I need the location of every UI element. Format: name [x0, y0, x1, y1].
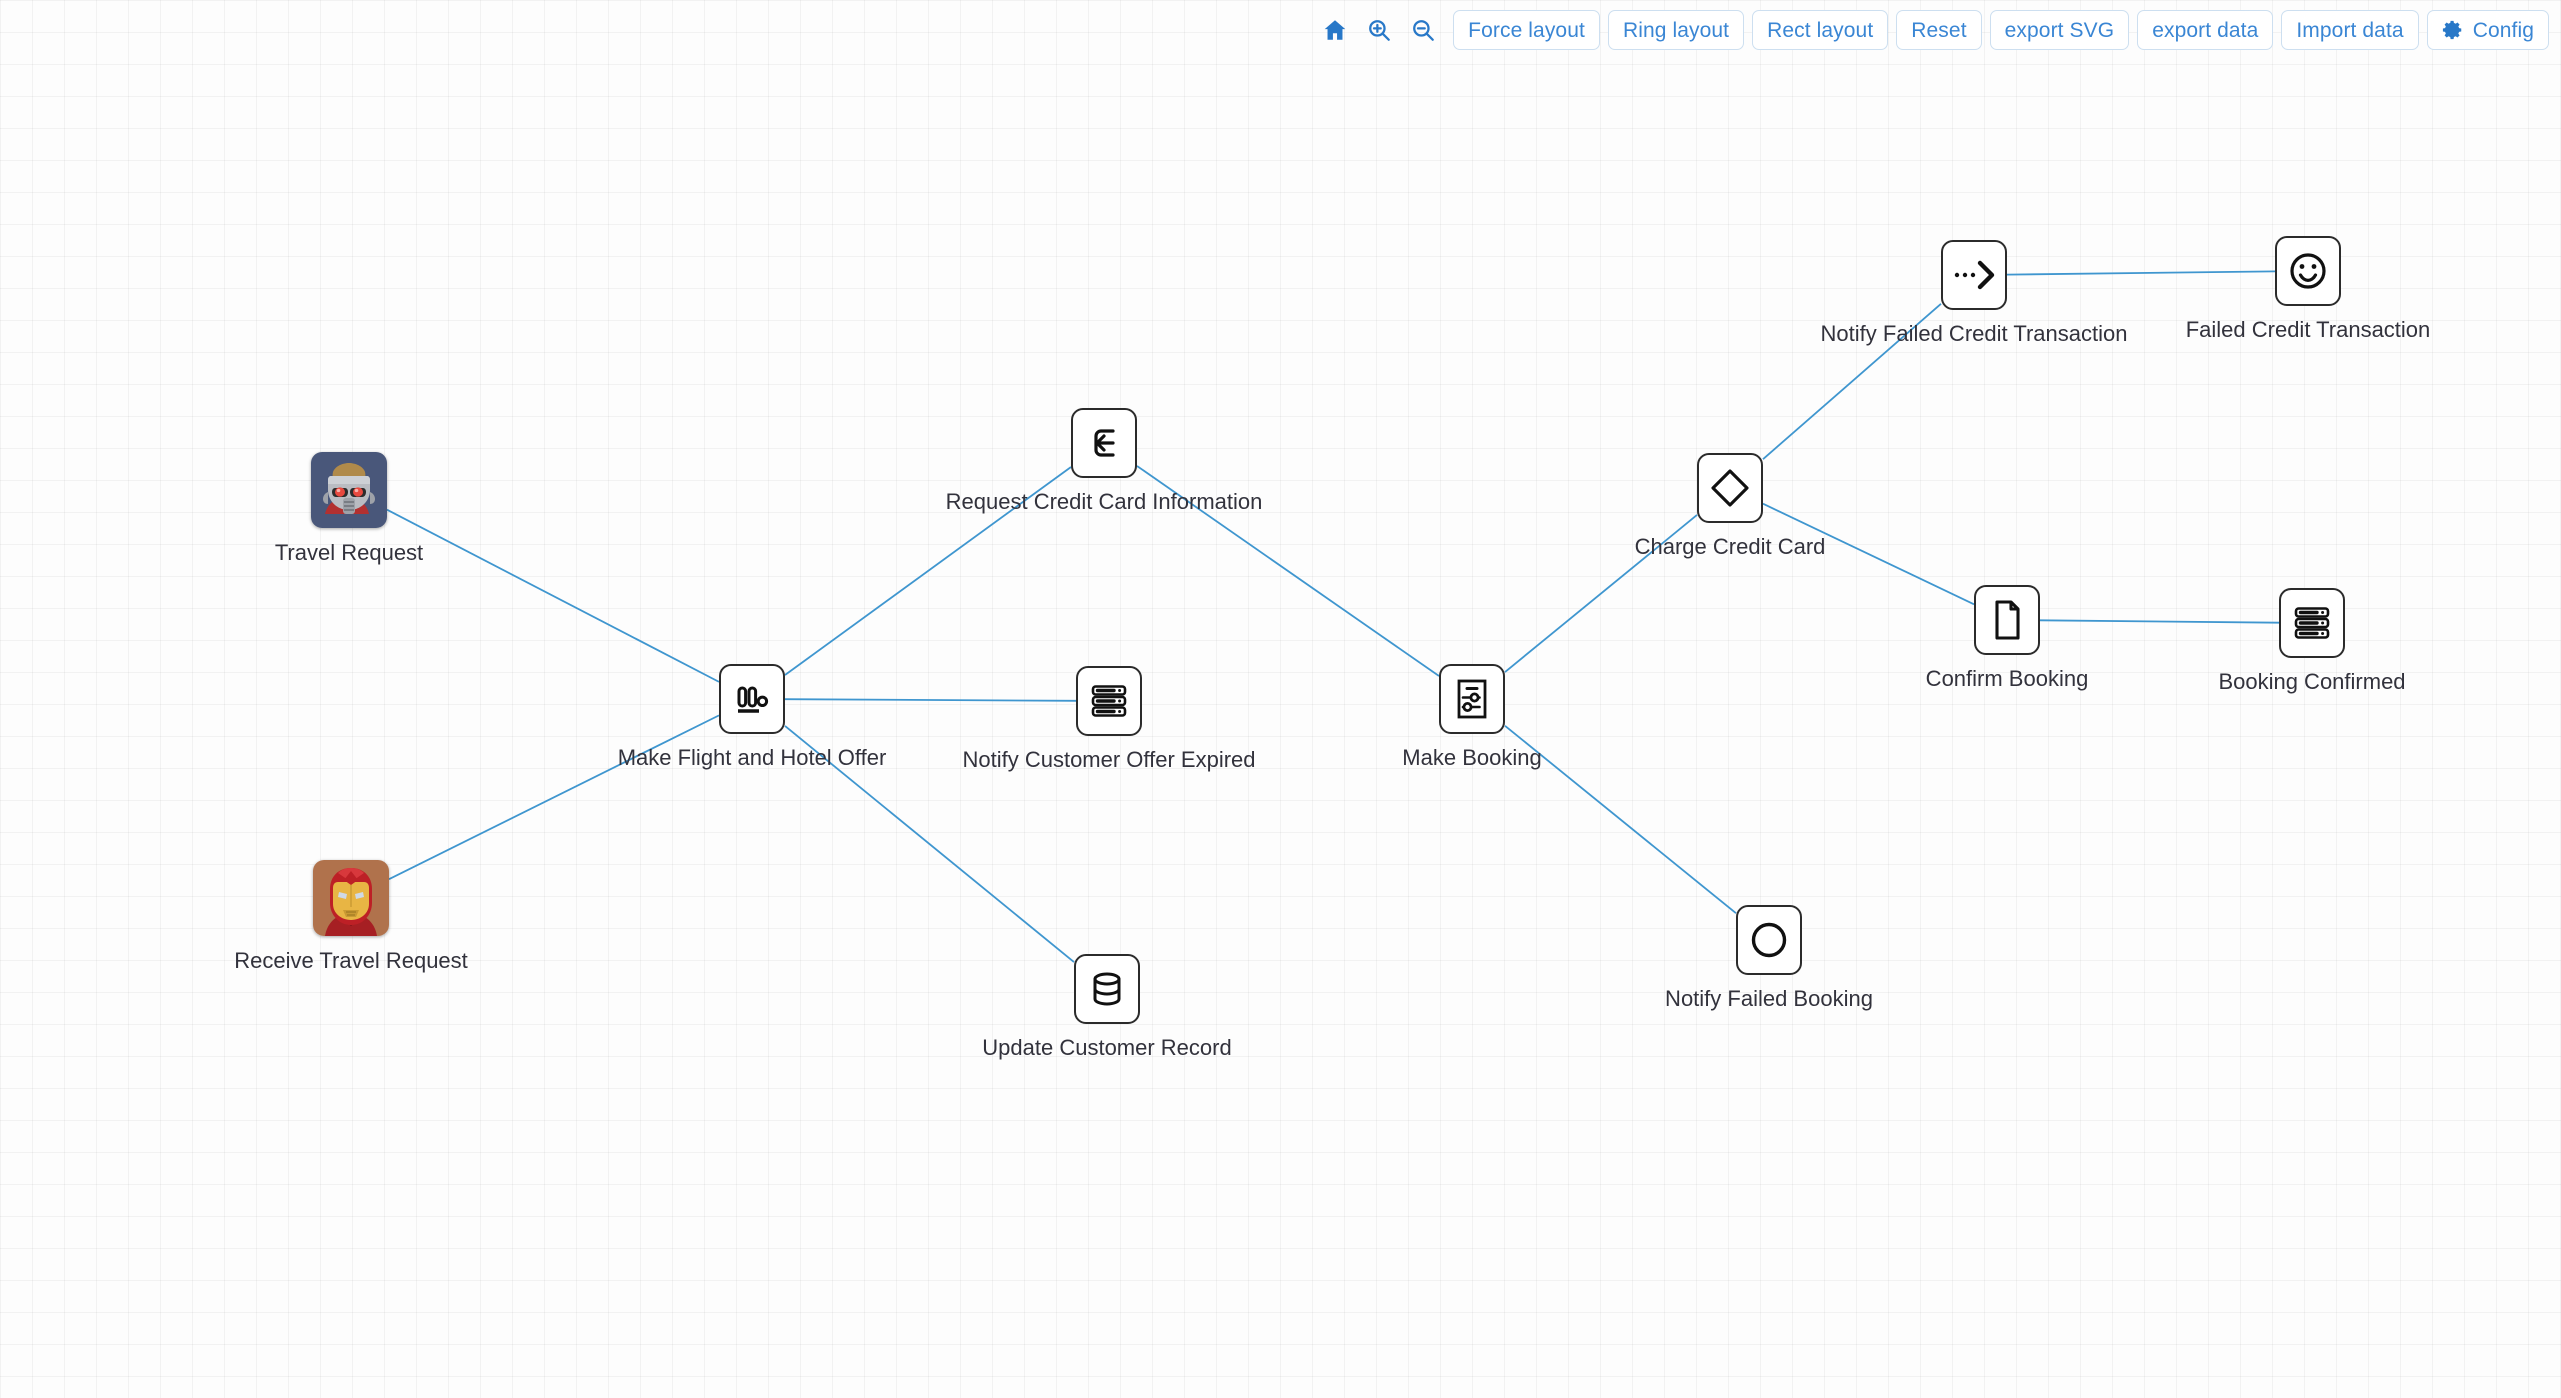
graph-node-label: Notify Failed Credit Transaction: [1820, 321, 2128, 346]
config-button[interactable]: Config: [2426, 10, 2549, 50]
reset-button[interactable]: Reset: [1896, 10, 1982, 50]
force-layout-button[interactable]: Force layout: [1453, 10, 1600, 50]
export-svg-button[interactable]: export SVG: [1989, 10, 2130, 50]
database-icon[interactable]: [1074, 954, 1140, 1024]
circle-icon[interactable]: [1736, 905, 1802, 975]
export-data-button[interactable]: export data: [2137, 10, 2274, 50]
graph-node-label: Make Flight and Hotel Offer: [617, 745, 887, 770]
graph-edge-request-credit-card-to-make-booking[interactable]: [1136, 465, 1440, 677]
diamond-icon[interactable]: [1697, 453, 1763, 523]
home-icon[interactable]: [1313, 10, 1357, 50]
avatar-ironman[interactable]: [313, 860, 389, 936]
graph-node-label: Notify Customer Offer Expired: [962, 747, 1256, 772]
graph-node-label: Make Booking: [1402, 745, 1542, 770]
graph-node-label: Notify Failed Booking: [1665, 986, 1873, 1011]
graph-node-label: Confirm Booking: [1925, 666, 2089, 691]
toolbar: Force layout Ring layout Rect layout Res…: [1313, 8, 2549, 52]
graph-node-label: Request Credit Card Information: [945, 489, 1263, 514]
zoom-out-icon[interactable]: [1401, 10, 1445, 50]
rect-layout-button[interactable]: Rect layout: [1752, 10, 1889, 50]
graph-edge-travel-request-to-make-flight-hotel[interactable]: [386, 508, 720, 683]
graph-edge-notify-failed-credit-to-failed-credit-trans[interactable]: [2006, 270, 2276, 276]
avatar-starlord[interactable]: [311, 452, 387, 528]
graph-edge-charge-credit-card-to-confirm-booking[interactable]: [1762, 502, 1975, 606]
graph-edge-receive-travel-request-to-make-flight-hotel[interactable]: [388, 714, 720, 880]
config-button-label: Config: [2472, 18, 2534, 42]
zoom-in-icon[interactable]: [1357, 10, 1401, 50]
dotted-arrow-icon[interactable]: [1941, 240, 2007, 310]
document-icon[interactable]: [1974, 585, 2040, 655]
graph-node-label: Receive Travel Request: [234, 948, 468, 973]
graph-node-label: Update Customer Record: [982, 1035, 1232, 1060]
graph-edge-make-flight-hotel-to-update-customer-record[interactable]: [784, 725, 1075, 963]
graph-node-label: Travel Request: [274, 540, 424, 565]
sliders-doc-icon[interactable]: [1439, 664, 1505, 734]
server-icon[interactable]: [1076, 666, 1142, 736]
graph-edge-confirm-booking-to-booking-confirmed[interactable]: [2039, 619, 2280, 624]
graph-edge-make-booking-to-notify-failed-booking[interactable]: [1504, 725, 1737, 914]
server-icon[interactable]: [2279, 588, 2345, 658]
graph-node-label: Booking Confirmed: [2218, 669, 2406, 694]
graph-node-label: Failed Credit Transaction: [2185, 317, 2431, 342]
smiley-icon[interactable]: [2275, 236, 2341, 306]
graph-edge-make-booking-to-charge-credit-card[interactable]: [1504, 514, 1698, 673]
graph-node-label: Charge Credit Card: [1634, 534, 1826, 559]
bar-chart-icon[interactable]: [719, 664, 785, 734]
import-data-button[interactable]: Import data: [2281, 10, 2419, 50]
graph-edge-make-flight-hotel-to-notify-offer-expired[interactable]: [784, 698, 1077, 702]
gear-icon: [2442, 19, 2464, 41]
graph-edge-charge-credit-card-to-notify-failed-credit[interactable]: [1762, 303, 1942, 460]
sign-in-icon[interactable]: [1071, 408, 1137, 478]
ring-layout-button[interactable]: Ring layout: [1607, 10, 1745, 50]
graph-edge-make-flight-hotel-to-request-credit-card[interactable]: [784, 466, 1072, 676]
